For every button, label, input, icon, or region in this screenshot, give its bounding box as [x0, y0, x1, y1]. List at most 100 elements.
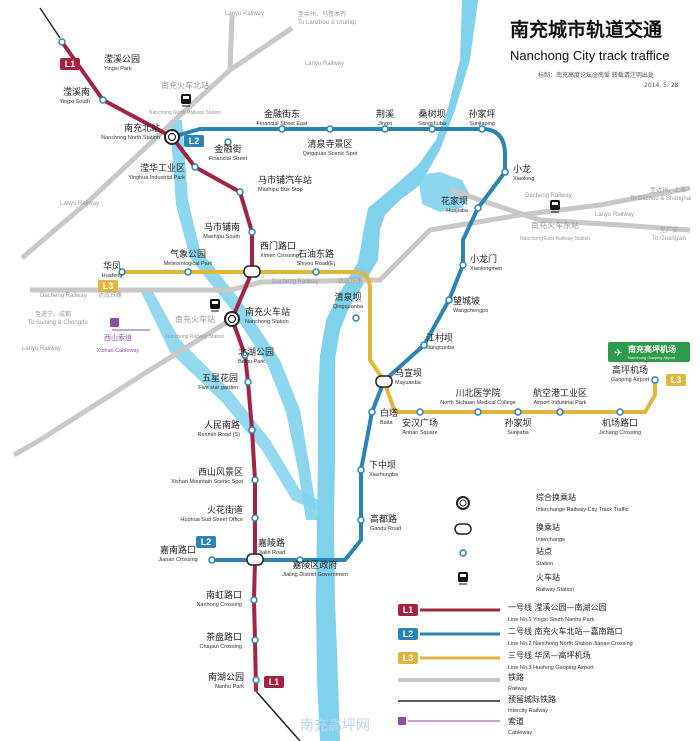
legend-l3-en: Line No.3 Huafeng Gaoping Airport [508, 665, 594, 671]
station-dot-meteorological[interactable] [184, 268, 192, 276]
station-dot-qingquan[interactable] [326, 125, 334, 133]
station-dot-nanhong[interactable] [250, 596, 258, 604]
rail-label-16: Lanyu Railway [22, 346, 61, 352]
station-dot-baita[interactable] [368, 408, 376, 416]
station-dot-beihu[interactable] [241, 351, 249, 359]
station-dot-wangchengpo[interactable] [445, 296, 453, 304]
station-dot-qingquanba[interactable] [352, 314, 360, 322]
station-dot-xiaolong[interactable] [501, 168, 509, 176]
station-dot-yingxinan[interactable] [99, 96, 107, 104]
legend-station-icon [459, 549, 467, 557]
legend-l3-cn: 三号线 华凤—高坪机场 [508, 650, 591, 660]
svg-text:L2: L2 [189, 136, 200, 146]
station-dot-chapan[interactable] [251, 636, 259, 644]
station-dot-airport_park[interactable] [556, 408, 564, 416]
rail-label-10: Dacheng Railway [525, 193, 572, 199]
badge-l2-north[interactable]: L2 [184, 135, 204, 147]
station-name-en-xiazhongba: Xiazhongba [369, 472, 399, 478]
badge-l3-west[interactable]: L3 [98, 280, 118, 292]
badge-l2-south[interactable]: L2 [196, 536, 216, 548]
station-dot-financial_east[interactable] [278, 125, 286, 133]
station-dot-huafeng[interactable] [118, 268, 126, 276]
station-dot-jiananlukou[interactable] [208, 556, 216, 564]
station-name-en-nanchong_south: Nanchong Station [245, 319, 289, 325]
station-dot-jialing_gov[interactable] [296, 556, 304, 564]
station-dot-mashipu_bus[interactable] [236, 188, 244, 196]
station-name-wangchengpo: 望城坡 [453, 295, 480, 307]
station-dot-anhan[interactable] [416, 408, 424, 416]
station-dot-jiangcunba[interactable] [420, 341, 428, 349]
station-name-anhan: 安汉广场 [402, 417, 438, 429]
station-name-xishan: 西山风景区 [198, 467, 243, 478]
railway-station-labels: 南充火车北站 Nanchong North Railway Station 南充… [149, 80, 590, 340]
station-dot-financial_street[interactable] [224, 138, 232, 146]
station-dot-sunjiaping[interactable] [478, 125, 486, 133]
station-dot-mashipu_south[interactable] [248, 228, 256, 236]
station-name-qingquan: 清泉寺景区 [307, 138, 352, 150]
airport-sign[interactable]: ✈ 南充高坪机场 Nanchong Gaoping Airport [608, 342, 690, 362]
station-markers [58, 38, 659, 684]
station-name-en-jialinglu: Jialin Road [258, 550, 285, 556]
station-dot-xishan[interactable] [251, 476, 259, 484]
station-name-baita: 白塔 [380, 407, 398, 419]
train-icon-north [181, 94, 191, 107]
rail-label-8: Dacheng Railway [272, 279, 319, 285]
station-dot-shiyou[interactable] [312, 268, 320, 276]
railway-station-east-cn: 南充火车东站 [531, 220, 579, 230]
map-title-cn: 南充城市轨道交通 [510, 18, 663, 41]
interchange-nanchong-station-inner [227, 314, 237, 324]
station-dot-renmin_south[interactable] [248, 426, 256, 434]
legend-l2-en: Line No.2 Nanchong North Station Jianan … [508, 641, 633, 647]
station-dot-yinghua[interactable] [191, 163, 199, 171]
station-dot-xiazhongba[interactable] [357, 466, 365, 474]
badge-l1-south[interactable]: L1 [264, 676, 284, 688]
legend: 综合换乘站 Interchange Railway-City Track Tra… [398, 492, 633, 736]
station-dot-huajiaba[interactable] [474, 204, 482, 212]
station-dot-yingxigongyuan[interactable] [58, 38, 66, 46]
interchange-mayuanba[interactable] [375, 375, 393, 388]
badge-l1-north[interactable]: L1 [60, 58, 80, 70]
station-name-sunjiaping: 孙家坪 [468, 108, 495, 120]
station-name-ximenlukou: 西门路口 [260, 240, 296, 252]
lanyu-railway-west [20, 118, 177, 260]
rail-label-6: 至遂宁、成都 [35, 310, 71, 318]
station-dot-sunjiaba[interactable] [514, 408, 522, 416]
station-name-sangshuba: 桑树坝 [418, 108, 445, 120]
station-dot-jichang[interactable] [616, 408, 624, 416]
svg-text:L1: L1 [65, 59, 76, 69]
station-dot-wuxing[interactable] [244, 378, 252, 386]
station-name-en-xishan: Xishan Mountain Scenic Spot [171, 479, 243, 485]
station-name-en-gaoping_airport: Gaoping Airport [611, 377, 650, 383]
badge-l3-east[interactable]: L3 [666, 374, 686, 386]
rail-label-12: To Dazhou & Shanghai [630, 196, 691, 202]
interchange-ximen[interactable] [243, 265, 261, 278]
station-dot-gaodu[interactable] [357, 516, 365, 524]
station-name-en-qingquan: Qingquan Scenic Spot [303, 151, 358, 157]
station-dot-xiaolongmen[interactable] [459, 261, 467, 269]
station-dot-nanhu[interactable] [252, 676, 260, 684]
interchange-jialinglu[interactable] [246, 553, 264, 566]
station-name-nanhong: 南虹路口 [206, 589, 242, 601]
station-name-nanchong_north: 南充北站 [124, 122, 160, 134]
legend-l2-badge-text: L2 [403, 629, 414, 639]
station-dot-sangshuba[interactable] [428, 125, 436, 133]
station-name-en-anhan: Anhan Square [402, 430, 437, 436]
station-name-en-financial_east: Financial Street East [257, 121, 308, 127]
station-name-meteorological: 气象公园 [170, 248, 206, 260]
intercity-railway-north [39, 7, 61, 39]
station-name-sunjiaba: 孙家坝 [504, 417, 531, 429]
rail-label-1: To Lanzhou & Urumqi [298, 20, 356, 26]
rail-label-0: 至兰州、乌鲁木齐 [298, 10, 346, 18]
station-name-financial_street: 金融街 [214, 143, 241, 155]
railway-station-nanchong-cn: 南充火车站 [175, 314, 215, 324]
station-dot-gaoping_airport[interactable] [651, 376, 659, 384]
station-dot-huohua[interactable] [251, 514, 259, 522]
railway-station-north-en: Nanchong North Railway Station [149, 110, 221, 116]
station-name-en-huafeng: Huafeng [102, 273, 123, 279]
interchange-markers [164, 129, 393, 566]
station-dot-northsichuan[interactable] [474, 408, 482, 416]
svg-text:L1: L1 [269, 677, 280, 687]
station-dot-jingxi[interactable] [381, 125, 389, 133]
station-name-en-huohua: Huohua Sud Street Office [180, 517, 243, 523]
station-name-en-shiyou: Shiyou Road(E) [297, 261, 336, 267]
